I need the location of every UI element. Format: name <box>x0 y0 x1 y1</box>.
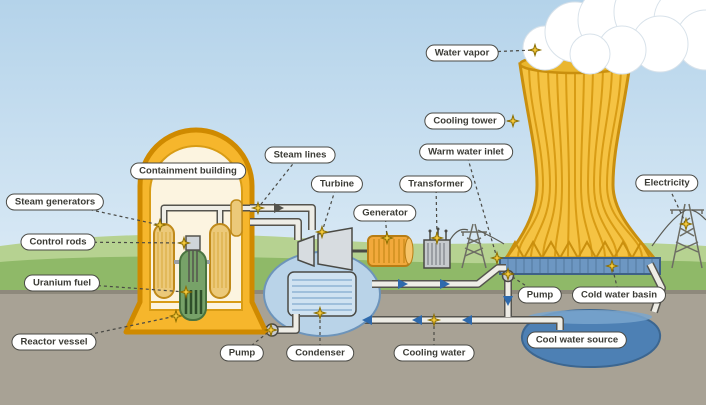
transformer-unit <box>423 227 451 269</box>
steam-lines-pipes <box>250 204 316 240</box>
label-cooling-water: Cooling water <box>393 344 475 362</box>
label-transformer: Transformer <box>399 175 473 193</box>
label-turbine: Turbine <box>310 175 364 193</box>
label-reactor-vessel: Reactor vessel <box>11 333 97 351</box>
steam-generator-left <box>153 223 175 299</box>
containment-building <box>123 127 269 335</box>
label-water-vapor: Water vapor <box>425 44 499 62</box>
cold-water-basin <box>499 257 661 275</box>
label-pump-cooling: Pump <box>517 286 563 304</box>
cooling-tower-stripes <box>517 64 643 258</box>
label-cooling-tower: Cooling tower <box>424 112 506 130</box>
warm-water-pipe <box>372 264 506 288</box>
label-condenser: Condenser <box>286 344 354 362</box>
label-uranium-fuel: Uranium fuel <box>23 274 101 292</box>
internal-steam-piping <box>160 204 250 224</box>
label-cold-water-basin: Cold water basin <box>571 286 667 304</box>
steam-generator-right <box>209 223 231 299</box>
label-generator: Generator <box>353 204 417 222</box>
transmission-tower-right <box>670 203 704 269</box>
label-control-rods: Control rods <box>20 233 96 251</box>
label-warm-water-inlet: Warm water inlet <box>419 143 513 161</box>
label-steam-generators: Steam generators <box>5 193 105 211</box>
label-containment-building: Containment building <box>130 162 246 180</box>
label-electricity: Electricity <box>635 174 699 192</box>
generator-unit <box>367 235 414 267</box>
uranium-fuel-rods <box>184 290 203 314</box>
label-pump-primary: Pump <box>219 344 265 362</box>
flow-arrows <box>274 203 513 325</box>
label-steam-lines: Steam lines <box>264 146 336 164</box>
pressurizer <box>230 199 243 237</box>
power-lines <box>449 209 706 247</box>
label-cool-water-source: Cool water source <box>526 331 628 349</box>
turbine-unit <box>297 227 368 271</box>
water-vapor-cloud <box>522 0 706 75</box>
